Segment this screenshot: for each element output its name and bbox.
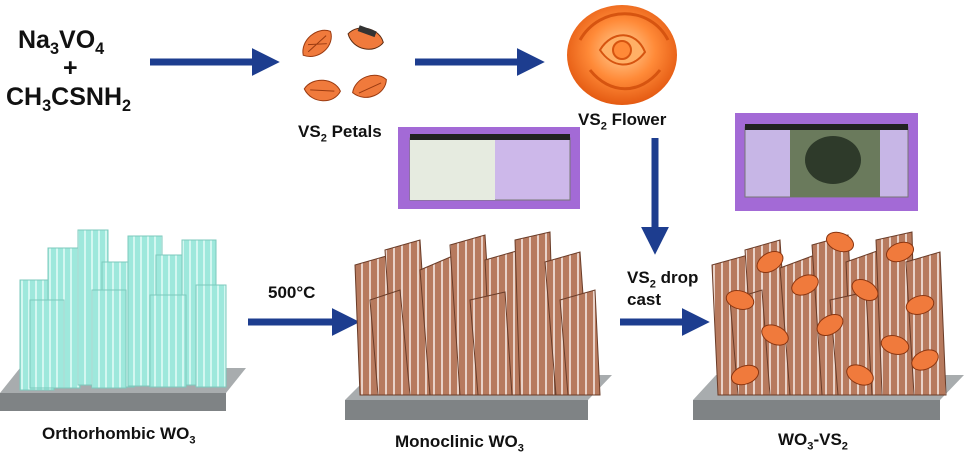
label-vs2-petals: VS2 Petals	[298, 122, 382, 145]
label-monoclinic: Monoclinic WO3	[395, 432, 524, 455]
flower-icon	[567, 5, 677, 105]
label-vs2-drop: VS2 drop	[627, 268, 699, 291]
label-temperature: 500°C	[268, 283, 316, 302]
photo-sample-1	[398, 127, 580, 209]
petals-icon	[302, 25, 387, 102]
label-composite: WO3-VS2	[778, 430, 848, 453]
reactant-plus: +	[63, 54, 78, 82]
label-orthorhombic: Orthorhombic WO3	[42, 424, 196, 447]
photo-sample-2	[735, 113, 918, 211]
orthorhombic-structure	[0, 229, 246, 411]
label-cast: cast	[627, 290, 662, 309]
reactant-na3vo4: Na3VO4	[18, 26, 105, 58]
label-vs2-flower: VS2 Flower	[578, 110, 667, 133]
monoclinic-structure	[345, 231, 612, 420]
reactant-thioacetamide: CH3CSNH2	[6, 83, 132, 115]
composite-structure	[693, 231, 964, 420]
